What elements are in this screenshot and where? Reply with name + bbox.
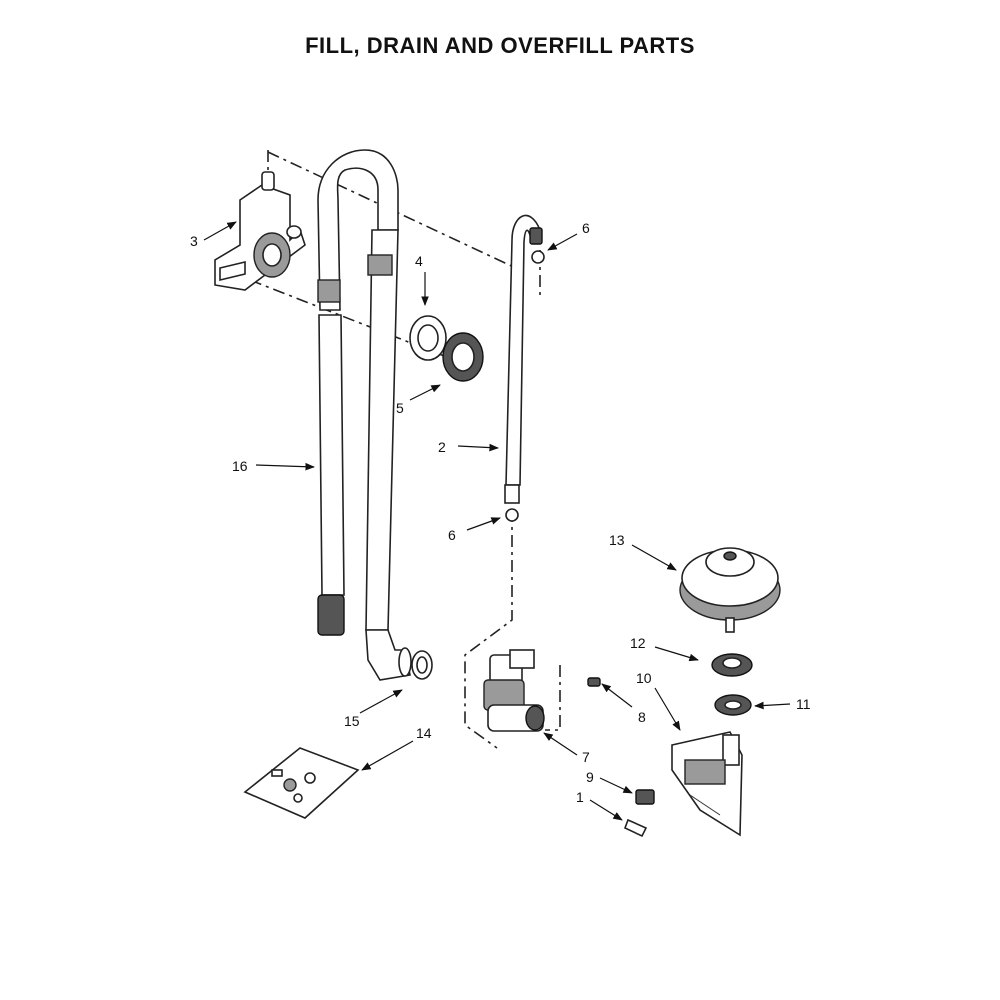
- drain-hose: [317, 149, 399, 636]
- callout-3: 3: [190, 233, 198, 249]
- drain-clamp: [411, 650, 433, 680]
- overfill-switch: [635, 789, 655, 805]
- float: [679, 547, 781, 633]
- washer: [714, 694, 752, 716]
- nut: [442, 332, 484, 382]
- callout-6-top: 6: [582, 220, 590, 236]
- gasket: [409, 315, 447, 361]
- callout-12: 12: [630, 635, 646, 651]
- callout-2: 2: [438, 439, 446, 455]
- callout-13: 13: [609, 532, 625, 548]
- callout-labels: 3 4 5 6 2 16 6 13 12 10 11 8 7 9 1 14 15: [190, 220, 811, 805]
- bracket-assembly: [214, 171, 306, 291]
- leader-lines: [203, 221, 791, 821]
- callout-11: 11: [796, 696, 811, 712]
- water-valve: [483, 649, 545, 732]
- wire-connector: [623, 818, 648, 838]
- fill-hose: [504, 214, 543, 504]
- hose-clamp-bottom: [505, 508, 519, 522]
- page-title: FILL, DRAIN AND OVERFILL PARTS: [305, 33, 695, 58]
- callout-5: 5: [396, 400, 404, 416]
- callout-15: 15: [344, 713, 360, 729]
- callout-14: 14: [416, 725, 432, 741]
- callout-9: 9: [586, 769, 594, 785]
- parts-bag: [243, 747, 360, 819]
- float-nut: [711, 653, 753, 677]
- callout-1: 1: [576, 789, 584, 805]
- drain-hose-right: [365, 229, 412, 681]
- callout-6-bottom: 6: [448, 527, 456, 543]
- callout-16: 16: [232, 458, 248, 474]
- callout-8: 8: [638, 709, 646, 725]
- switch-bracket: [671, 731, 743, 837]
- callout-4: 4: [415, 253, 423, 269]
- screw: [587, 677, 601, 687]
- hose-clamp-top: [531, 250, 545, 264]
- callout-10: 10: [636, 670, 652, 686]
- callout-7: 7: [582, 749, 590, 765]
